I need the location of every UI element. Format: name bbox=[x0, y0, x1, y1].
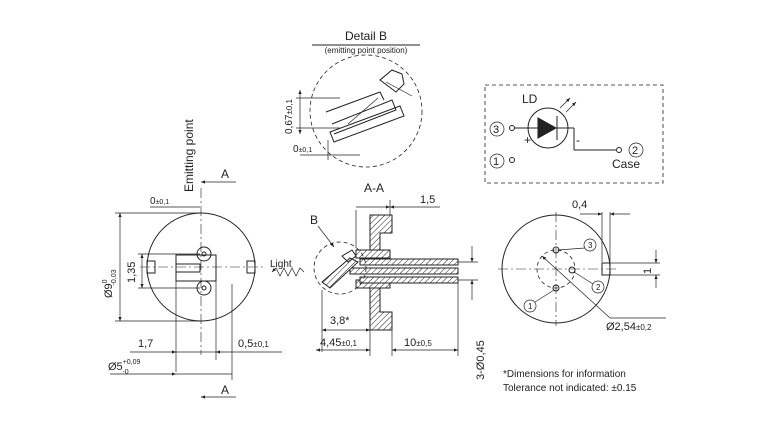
bottom-pin3: 3 bbox=[588, 241, 593, 250]
detail-subtitle: (emitting point position) bbox=[325, 46, 408, 55]
section-dim-445-value: 4,45 bbox=[320, 337, 341, 349]
section-dim-445-tol: ±0,1 bbox=[341, 339, 357, 348]
note-line-1: *Dimensions for information bbox=[503, 369, 626, 380]
section-dim-445: 4,45±0,1 bbox=[320, 337, 357, 349]
note-line-2: Tolerance not indicated: ±0.15 bbox=[503, 383, 637, 394]
detail-dim-offset-tol: ±0,1 bbox=[299, 147, 313, 154]
front-dim-dia9-sub: -0,03 bbox=[111, 269, 118, 285]
emitting-point-label: Emitting point bbox=[182, 119, 196, 192]
schematic-frame bbox=[484, 84, 664, 184]
minus-sign: - bbox=[576, 133, 580, 147]
front-dim-top: 0±0,1 bbox=[150, 196, 169, 207]
detail-ref: B bbox=[310, 213, 318, 227]
front-dim-right-value: 0,5 bbox=[238, 338, 253, 350]
bottom-pin1: 1 bbox=[528, 302, 533, 311]
detail-dim-height-tol: ±0,1 bbox=[285, 98, 294, 114]
section-title: A-A bbox=[364, 181, 384, 195]
detail-dim-height: 0,67±0,1 bbox=[284, 98, 295, 134]
schematic-pin1: 1 bbox=[493, 156, 499, 168]
ld-label: LD bbox=[522, 92, 538, 106]
front-dim-top-value: 0 bbox=[150, 196, 156, 207]
bottom-dim-04: 0,4 bbox=[572, 199, 587, 211]
front-dim-dia9: Ø90-0,03 bbox=[102, 269, 118, 298]
detail-dim-offset: 0±0,1 bbox=[293, 144, 312, 155]
section-dim-pins: 3-Ø0,45 bbox=[475, 340, 487, 380]
front-dim-left: 1,7 bbox=[138, 338, 153, 350]
front-dim-dia5: Ø5+0,09 -0 bbox=[108, 359, 141, 376]
bottom-dim-1: 1 bbox=[642, 268, 654, 274]
detail-circle bbox=[309, 54, 423, 168]
section-dim-top: 1,5 bbox=[420, 194, 435, 206]
detail-title: Detail B bbox=[345, 29, 387, 43]
section-view: A-A B Light 1,5 3,8* 4,45±0,1 bbox=[270, 181, 487, 380]
light-label: Light bbox=[270, 259, 292, 270]
bottom-dim-dia254-tol: ±0,2 bbox=[636, 323, 652, 332]
bottom-dim-dia254: Ø2,54±0,2 bbox=[606, 321, 652, 333]
front-view: Emitting point A A 0±0,1 Ø90-0,03 1,35 bbox=[102, 119, 282, 399]
detail-dim-height-value: 0,67 bbox=[284, 114, 295, 134]
section-dim-10: 10±0,5 bbox=[404, 337, 432, 349]
notes: *Dimensions for information Tolerance no… bbox=[503, 369, 637, 394]
front-dim-right-tol: ±0,1 bbox=[253, 340, 269, 349]
front-dim-dia5-prefix: Ø5 bbox=[108, 361, 123, 373]
plus-sign: + bbox=[524, 133, 531, 147]
section-letter-bottom: A bbox=[221, 383, 229, 397]
front-dim-top-tol: ±0,1 bbox=[156, 199, 170, 206]
bottom-dim-dia254-value: Ø2,54 bbox=[606, 321, 636, 333]
front-dim-dia9-sup: 0 bbox=[102, 279, 109, 283]
schematic-pin3: 3 bbox=[493, 124, 499, 136]
front-dim-pin-spacing: 1,35 bbox=[126, 262, 138, 283]
case-label: Case bbox=[612, 157, 640, 171]
section-dim-10-tol: ±0,5 bbox=[416, 339, 432, 348]
schematic: LD 3 1 2 + - Case bbox=[484, 84, 664, 184]
front-dim-dia5-sup: +0,09 bbox=[123, 359, 141, 366]
section-dim-38: 3,8* bbox=[330, 315, 350, 327]
section-letter-top: A bbox=[221, 167, 229, 181]
front-dim-dia9-prefix: Ø9 bbox=[103, 283, 115, 298]
section-dim-10-value: 10 bbox=[404, 337, 416, 349]
bottom-view: 3 2 1 0,4 1 Ø2,54±0,2 bbox=[498, 199, 666, 333]
front-dim-dia5-sub: -0 bbox=[122, 369, 128, 376]
schematic-pin2: 2 bbox=[632, 145, 638, 157]
detail-dim-offset-value: 0 bbox=[293, 144, 299, 155]
front-dim-right: 0,5±0,1 bbox=[238, 338, 269, 350]
detail-b: Detail B (emitting point position) 0,67±… bbox=[284, 29, 423, 168]
bottom-pin2: 2 bbox=[596, 283, 601, 292]
